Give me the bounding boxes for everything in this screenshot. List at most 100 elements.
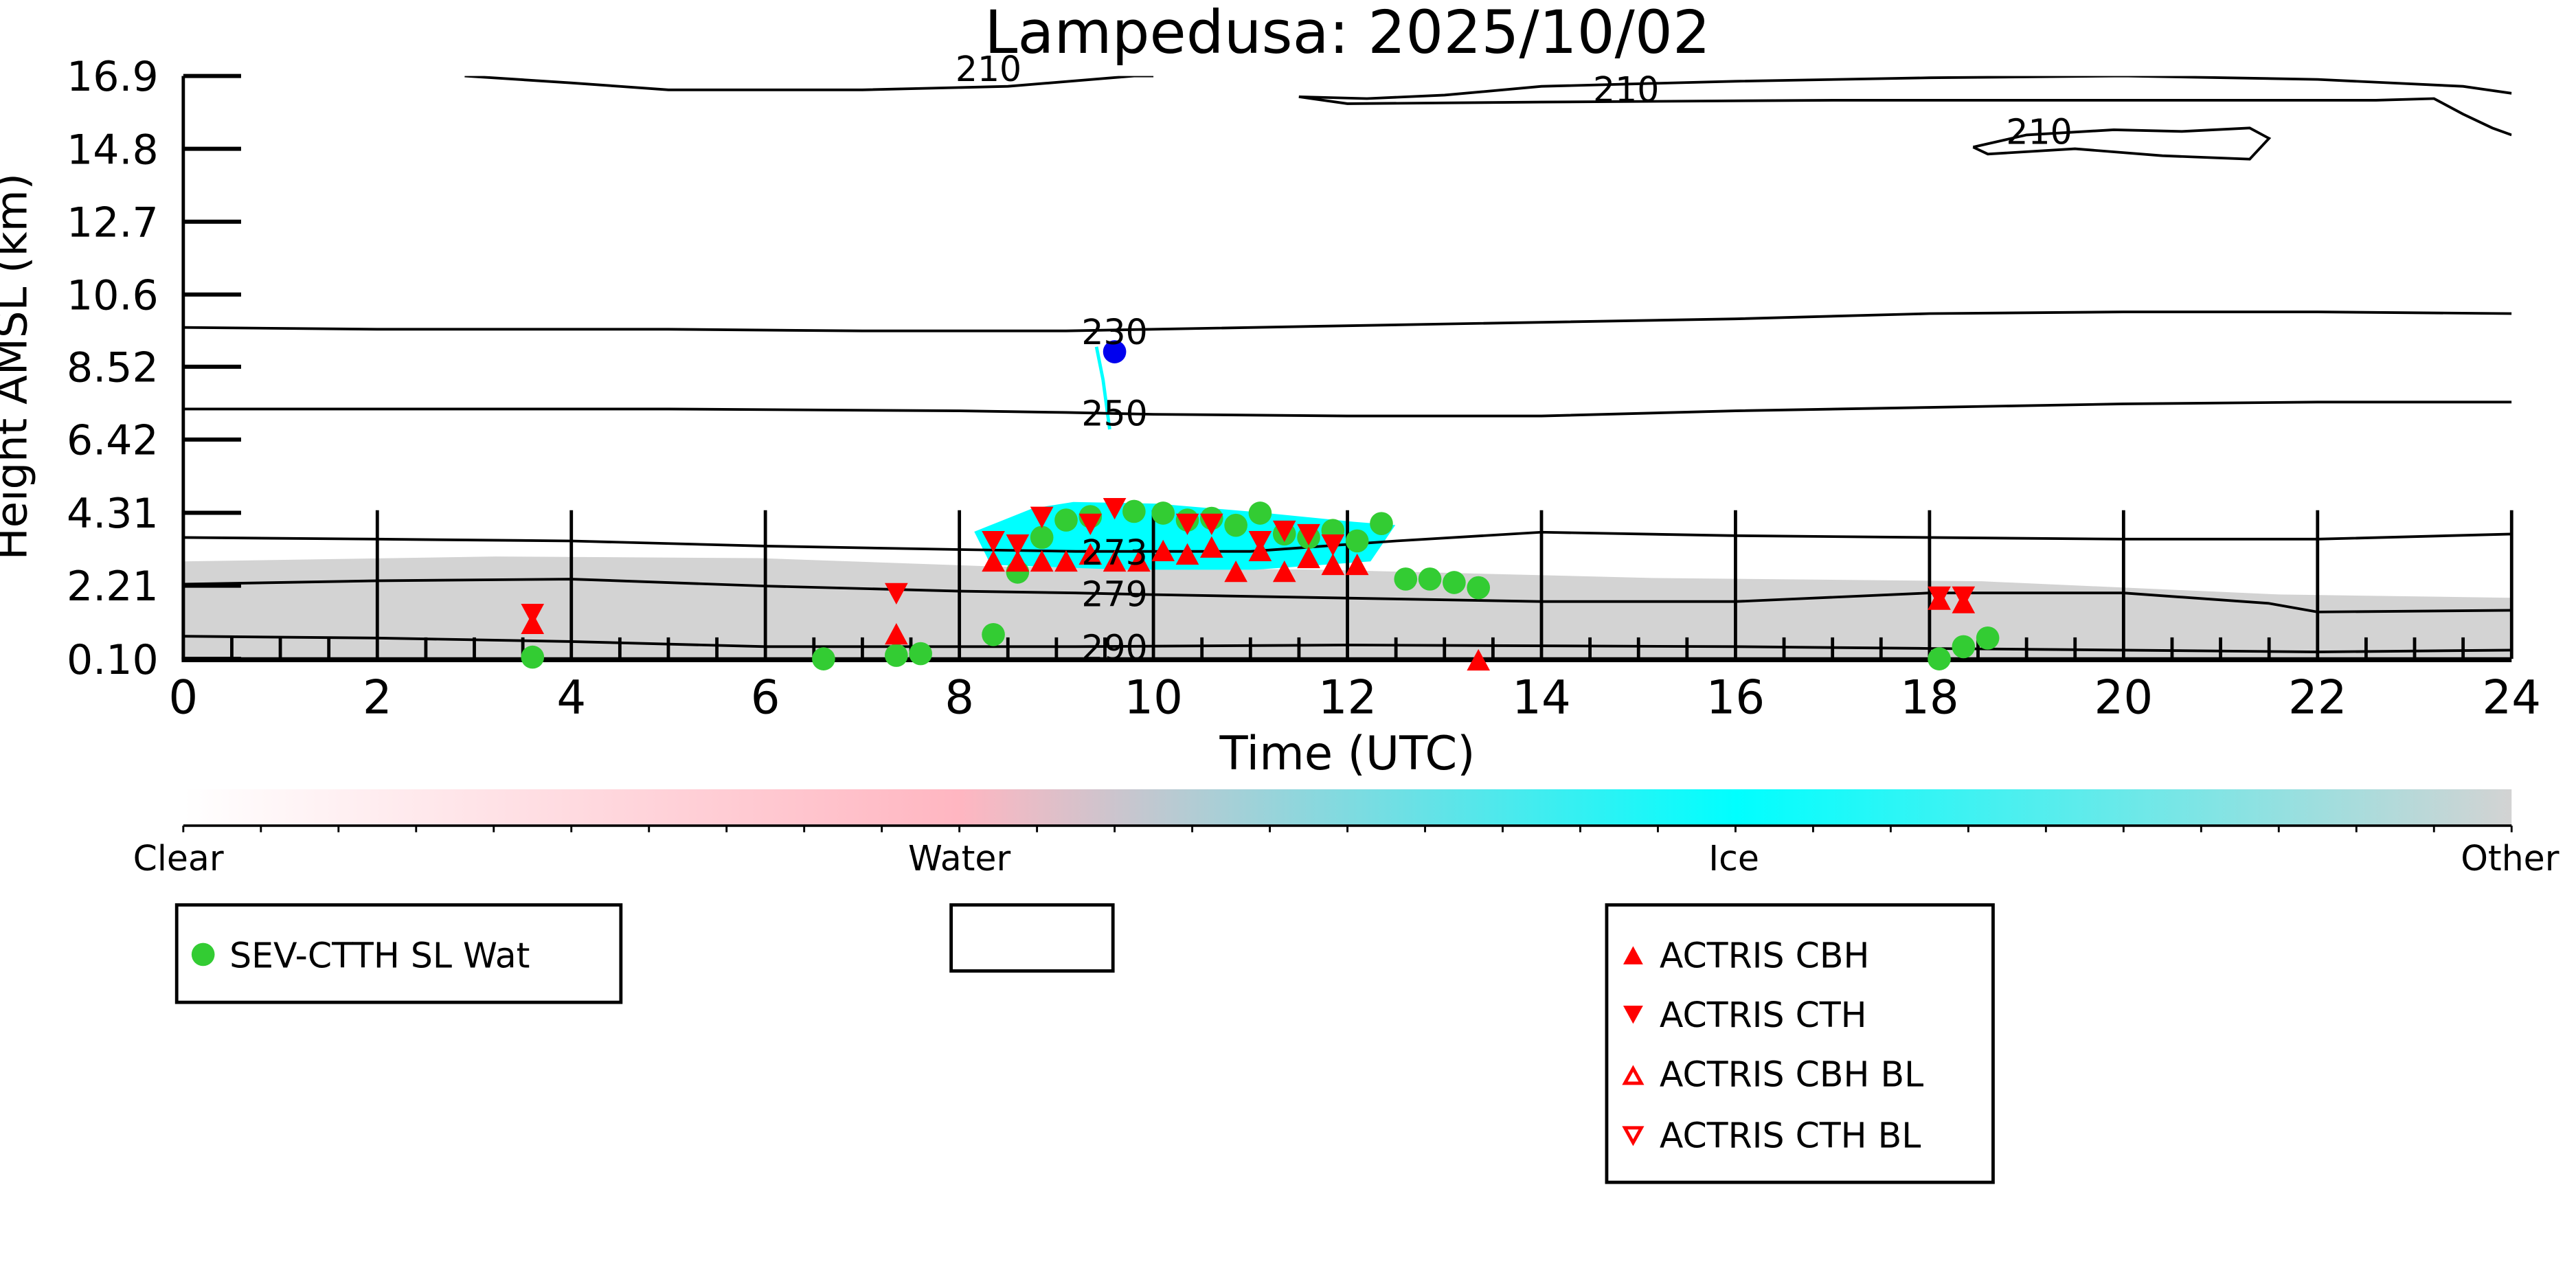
data-point-cbh bbox=[1006, 550, 1030, 572]
data-point-sev-ctth-sl-wat bbox=[909, 642, 932, 666]
x-axis-label: Time (UTC) bbox=[1219, 727, 1476, 780]
colorbar: Clear Water Ice Other bbox=[133, 789, 2560, 879]
data-point-sev-ctth-sl-wat bbox=[1418, 567, 1442, 591]
x-tick-label: 14 bbox=[1512, 670, 1571, 724]
data-point-sev-ctth-sl-wat bbox=[1976, 626, 2000, 650]
x-tick-label: 10 bbox=[1124, 670, 1183, 724]
data-point-cth bbox=[885, 583, 908, 605]
y-axis-label: Height AMSL (km) bbox=[0, 173, 36, 560]
data-point-cth bbox=[1006, 534, 1030, 556]
x-tick-label: 4 bbox=[556, 670, 586, 724]
data-point-cbh bbox=[1297, 546, 1320, 569]
data-point-sev-ctth-sl-wat bbox=[982, 622, 1005, 646]
colorbar-label-clear: Clear bbox=[133, 838, 224, 879]
y-tick-label: 16.9 bbox=[67, 53, 159, 101]
data-point-sev-ctth-sl-wat bbox=[1054, 508, 1078, 532]
triangle-up-open-icon bbox=[1622, 1065, 1645, 1085]
contour-line bbox=[1972, 126, 2272, 161]
y-tick-label: 10.6 bbox=[67, 271, 159, 319]
contour-label: 250 bbox=[1081, 394, 1147, 434]
data-point-cth bbox=[1199, 513, 1223, 535]
data-point-sev-ctth-sl-wat bbox=[1122, 499, 1146, 523]
data-point-sev-ctth-sl-wat bbox=[1345, 529, 1369, 553]
data-point-cbh bbox=[1054, 550, 1078, 572]
data-point-cbh bbox=[982, 550, 1005, 572]
data-point-sev-ctth-sl-wat bbox=[1151, 501, 1175, 525]
y-tick-label: 0.10 bbox=[67, 636, 159, 684]
data-point-cth bbox=[1030, 506, 1054, 528]
data-point-cth bbox=[1175, 513, 1199, 535]
data-point-cth bbox=[1321, 534, 1345, 556]
contour-line bbox=[1298, 95, 2512, 137]
data-point-cbh bbox=[1127, 550, 1151, 572]
data-point-cth bbox=[1952, 586, 1976, 609]
triangle-down-icon bbox=[1623, 1005, 1643, 1024]
legend-label: ACTRIS CBH BL bbox=[1660, 1054, 1923, 1095]
legend-label: ACTRIS CBH bbox=[1660, 936, 1870, 976]
y-tick-label: 14.8 bbox=[67, 126, 159, 174]
data-point-sev-ctth-sl-wat bbox=[1370, 512, 1393, 535]
data-point-cth bbox=[1103, 497, 1127, 520]
x-tick-label: 2 bbox=[363, 670, 392, 724]
triangle-down-open-icon bbox=[1622, 1126, 1645, 1146]
data-point-cth bbox=[1928, 586, 1951, 609]
data-point-sev-ctth-sl-wat bbox=[521, 645, 545, 669]
contour-label: 230 bbox=[1081, 312, 1147, 352]
data-point-cbh bbox=[1272, 561, 1296, 583]
legend-actris: ACTRIS CBH ACTRIS CTH ACTRIS CBH BL ACTR… bbox=[1605, 903, 1995, 1184]
contour-line bbox=[183, 530, 2512, 553]
colorbar-gradient bbox=[183, 789, 2512, 826]
data-point-cth bbox=[982, 530, 1005, 553]
data-point-cth bbox=[1078, 513, 1103, 535]
legend-label: ACTRIS CTH bbox=[1660, 995, 1867, 1035]
green-circle-icon bbox=[191, 942, 215, 967]
contour-label: 290 bbox=[1081, 628, 1147, 668]
colorbar-label-water: Water bbox=[908, 838, 1010, 879]
data-point-cbh bbox=[1175, 543, 1199, 565]
data-point-cbh bbox=[1030, 550, 1054, 572]
data-point-cth bbox=[1272, 520, 1296, 543]
x-tick-label: 22 bbox=[2288, 670, 2347, 724]
data-point-cbh bbox=[1199, 536, 1223, 558]
x-tick-label: 20 bbox=[2094, 670, 2154, 724]
y-tick-label: 12.7 bbox=[67, 199, 159, 247]
contour-label: 210 bbox=[956, 49, 1021, 89]
data-point-sev-ctth-sl-wat bbox=[1394, 567, 1418, 591]
contour-label: 210 bbox=[1593, 69, 1659, 110]
contour-label: 273 bbox=[1081, 532, 1147, 573]
legend-satellite: SEV-CTTH SL Wat bbox=[174, 903, 623, 1004]
data-point-sev-ctth-sl-wat bbox=[1030, 526, 1054, 550]
data-point-cbh bbox=[1151, 539, 1175, 561]
x-tick-label: 16 bbox=[1706, 670, 1765, 724]
legend-empty bbox=[949, 903, 1115, 973]
data-point-sev-ctth-sl-wat bbox=[1467, 576, 1491, 600]
data-point-sev-ctth-sl-wat bbox=[1952, 635, 1976, 659]
contour-line bbox=[183, 400, 2512, 418]
data-point-cth bbox=[521, 604, 545, 626]
triangle-up-icon bbox=[1623, 946, 1643, 964]
data-point-cbh bbox=[1224, 561, 1247, 583]
colorbar-label-other: Other bbox=[2461, 838, 2560, 879]
legend-label: ACTRIS CTH BL bbox=[1660, 1116, 1921, 1156]
y-tick-label: 4.31 bbox=[67, 490, 159, 538]
data-point-cbh bbox=[1321, 553, 1345, 576]
contour-line bbox=[183, 310, 2512, 332]
legend-label: SEV-CTTH SL Wat bbox=[229, 936, 530, 976]
contour-label: 210 bbox=[2006, 111, 2072, 152]
data-point-sev-ctth-sl-wat bbox=[1248, 501, 1272, 525]
data-point-cbh bbox=[1467, 648, 1491, 671]
contour-label: 279 bbox=[1081, 574, 1147, 614]
x-tick-label: 0 bbox=[168, 670, 198, 724]
x-tick-label: 18 bbox=[1900, 670, 1959, 724]
y-tick-label: 2.21 bbox=[67, 563, 159, 611]
data-point-cth bbox=[1297, 523, 1320, 546]
data-point-cbh bbox=[1103, 550, 1127, 572]
x-tick-label: 24 bbox=[2482, 670, 2541, 724]
contour-line bbox=[464, 76, 1154, 91]
data-point-sev-ctth-sl-wat bbox=[1928, 647, 1951, 670]
chart-title: Lampedusa: 2025/10/02 bbox=[984, 0, 1710, 67]
colorbar-label-ice: Ice bbox=[1708, 838, 1759, 879]
data-point-sev-ctth-sl-wat bbox=[1224, 513, 1247, 537]
y-tick-label: 8.52 bbox=[67, 343, 159, 392]
